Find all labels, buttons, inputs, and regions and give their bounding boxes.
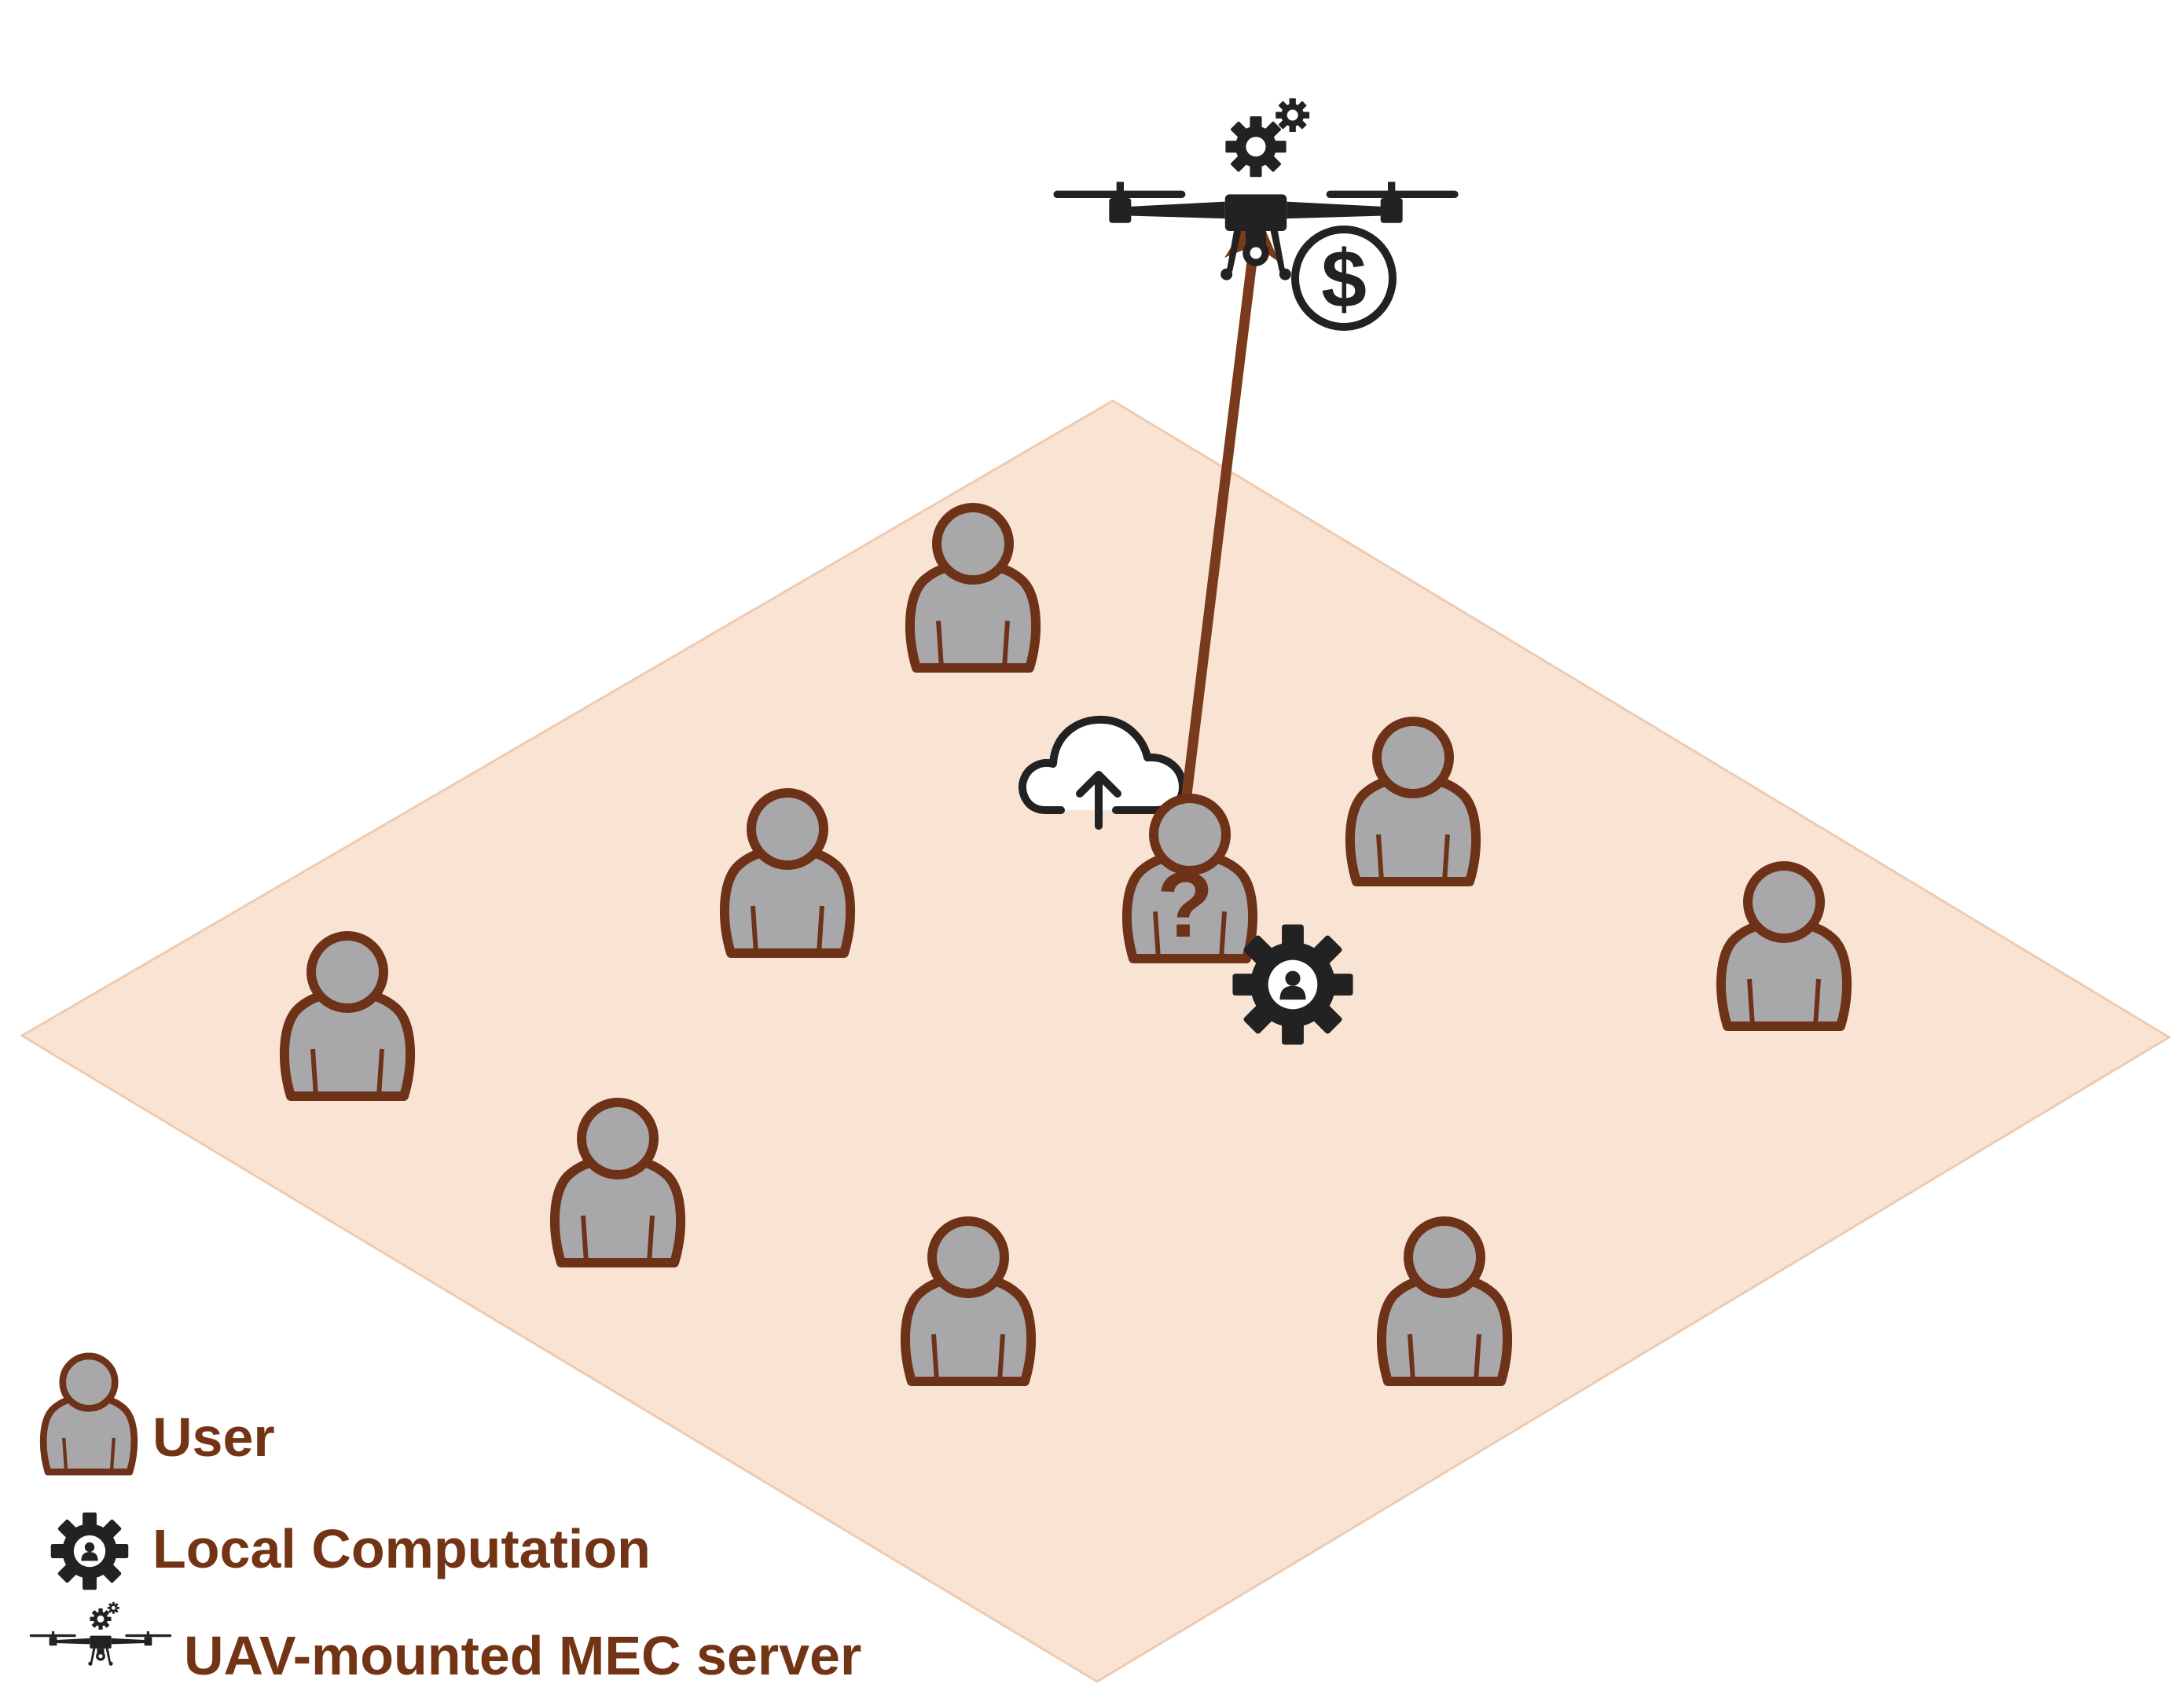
question-mark: ? [1157, 853, 1213, 957]
legend-uav-icon [30, 1602, 171, 1666]
legend-user-label: User [152, 1407, 275, 1468]
svg-text:$: $ [1321, 234, 1367, 325]
legend-gear-icon [50, 1512, 129, 1590]
local-computation-icon [1232, 924, 1353, 1045]
dollar-icon: $ [1291, 226, 1397, 331]
legend [30, 1356, 171, 1666]
legend-user-icon [43, 1356, 134, 1472]
offload-link-arrow [1180, 230, 1261, 813]
legend-local-computation-label: Local Computation [152, 1518, 651, 1579]
legend-uav-server-label: UAV-mounted MEC server [184, 1625, 862, 1686]
uav-icon [1053, 98, 1458, 280]
ground-plane [20, 399, 2171, 1683]
